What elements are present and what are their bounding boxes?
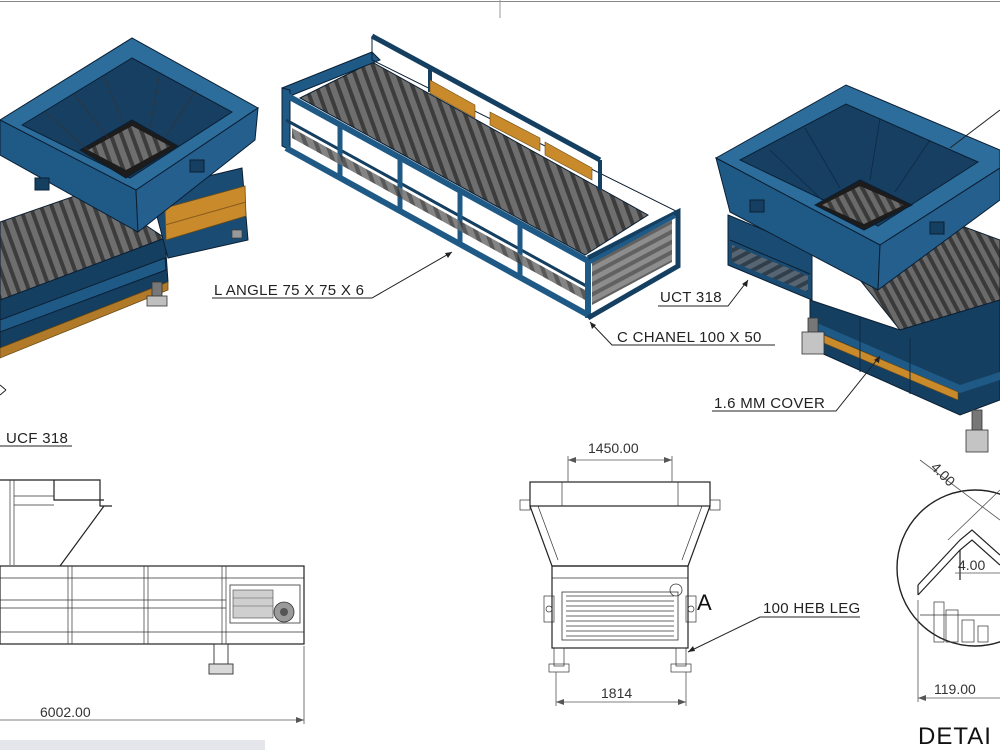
- callout-uct: UCT 318: [658, 279, 749, 307]
- callout-ucf: UCF 318: [0, 430, 72, 447]
- dim-detail-b: 4.00: [958, 557, 985, 573]
- callout-heb-leg-text: 100 HEB LEG: [763, 600, 861, 617]
- callout-cover: 1.6 MM COVER: [712, 355, 881, 412]
- detail-circle: [896, 489, 1000, 647]
- iso-view-left-hopper-conveyor: [0, 37, 259, 396]
- callout-c-channel: C CHANEL 100 X 50: [589, 321, 775, 346]
- callout-ucf-text: UCF 318: [6, 430, 68, 447]
- detail-view: 4.00 4.00 119.00 DETAI: [896, 459, 1000, 750]
- dim-detail-c: 119.00: [934, 681, 976, 697]
- callout-c-channel-text: C CHANEL 100 X 50: [617, 329, 762, 346]
- iso-view-right-hopper-conveyor: [714, 84, 1000, 453]
- title-block-strip: [0, 740, 265, 750]
- callout-right-hopper-leader: [949, 109, 1000, 149]
- callout-uct-text: UCT 318: [660, 289, 722, 306]
- iso-view-middle-roller-frame: [281, 33, 681, 321]
- side-elevation-view: 6002.00: [0, 479, 305, 724]
- callout-cover-text: 1.6 MM COVER: [714, 395, 825, 412]
- dim-top-width: 1450.00: [588, 440, 639, 456]
- dim-length: 6002.00: [40, 704, 91, 720]
- end-view-rollers: [566, 595, 674, 637]
- dim-base-width: 1814: [601, 685, 632, 701]
- callout-l-angle-text: L ANGLE 75 X 75 X 6: [214, 282, 364, 299]
- end-elevation-view: 1450.00 1814 A 100 HEB LEG: [519, 440, 861, 706]
- callout-l-angle: L ANGLE 75 X 75 X 6: [212, 251, 453, 299]
- detail-title: DETAI: [918, 723, 992, 750]
- dim-detail-a: 4.00: [928, 459, 959, 490]
- detail-view-marker: A: [697, 590, 713, 615]
